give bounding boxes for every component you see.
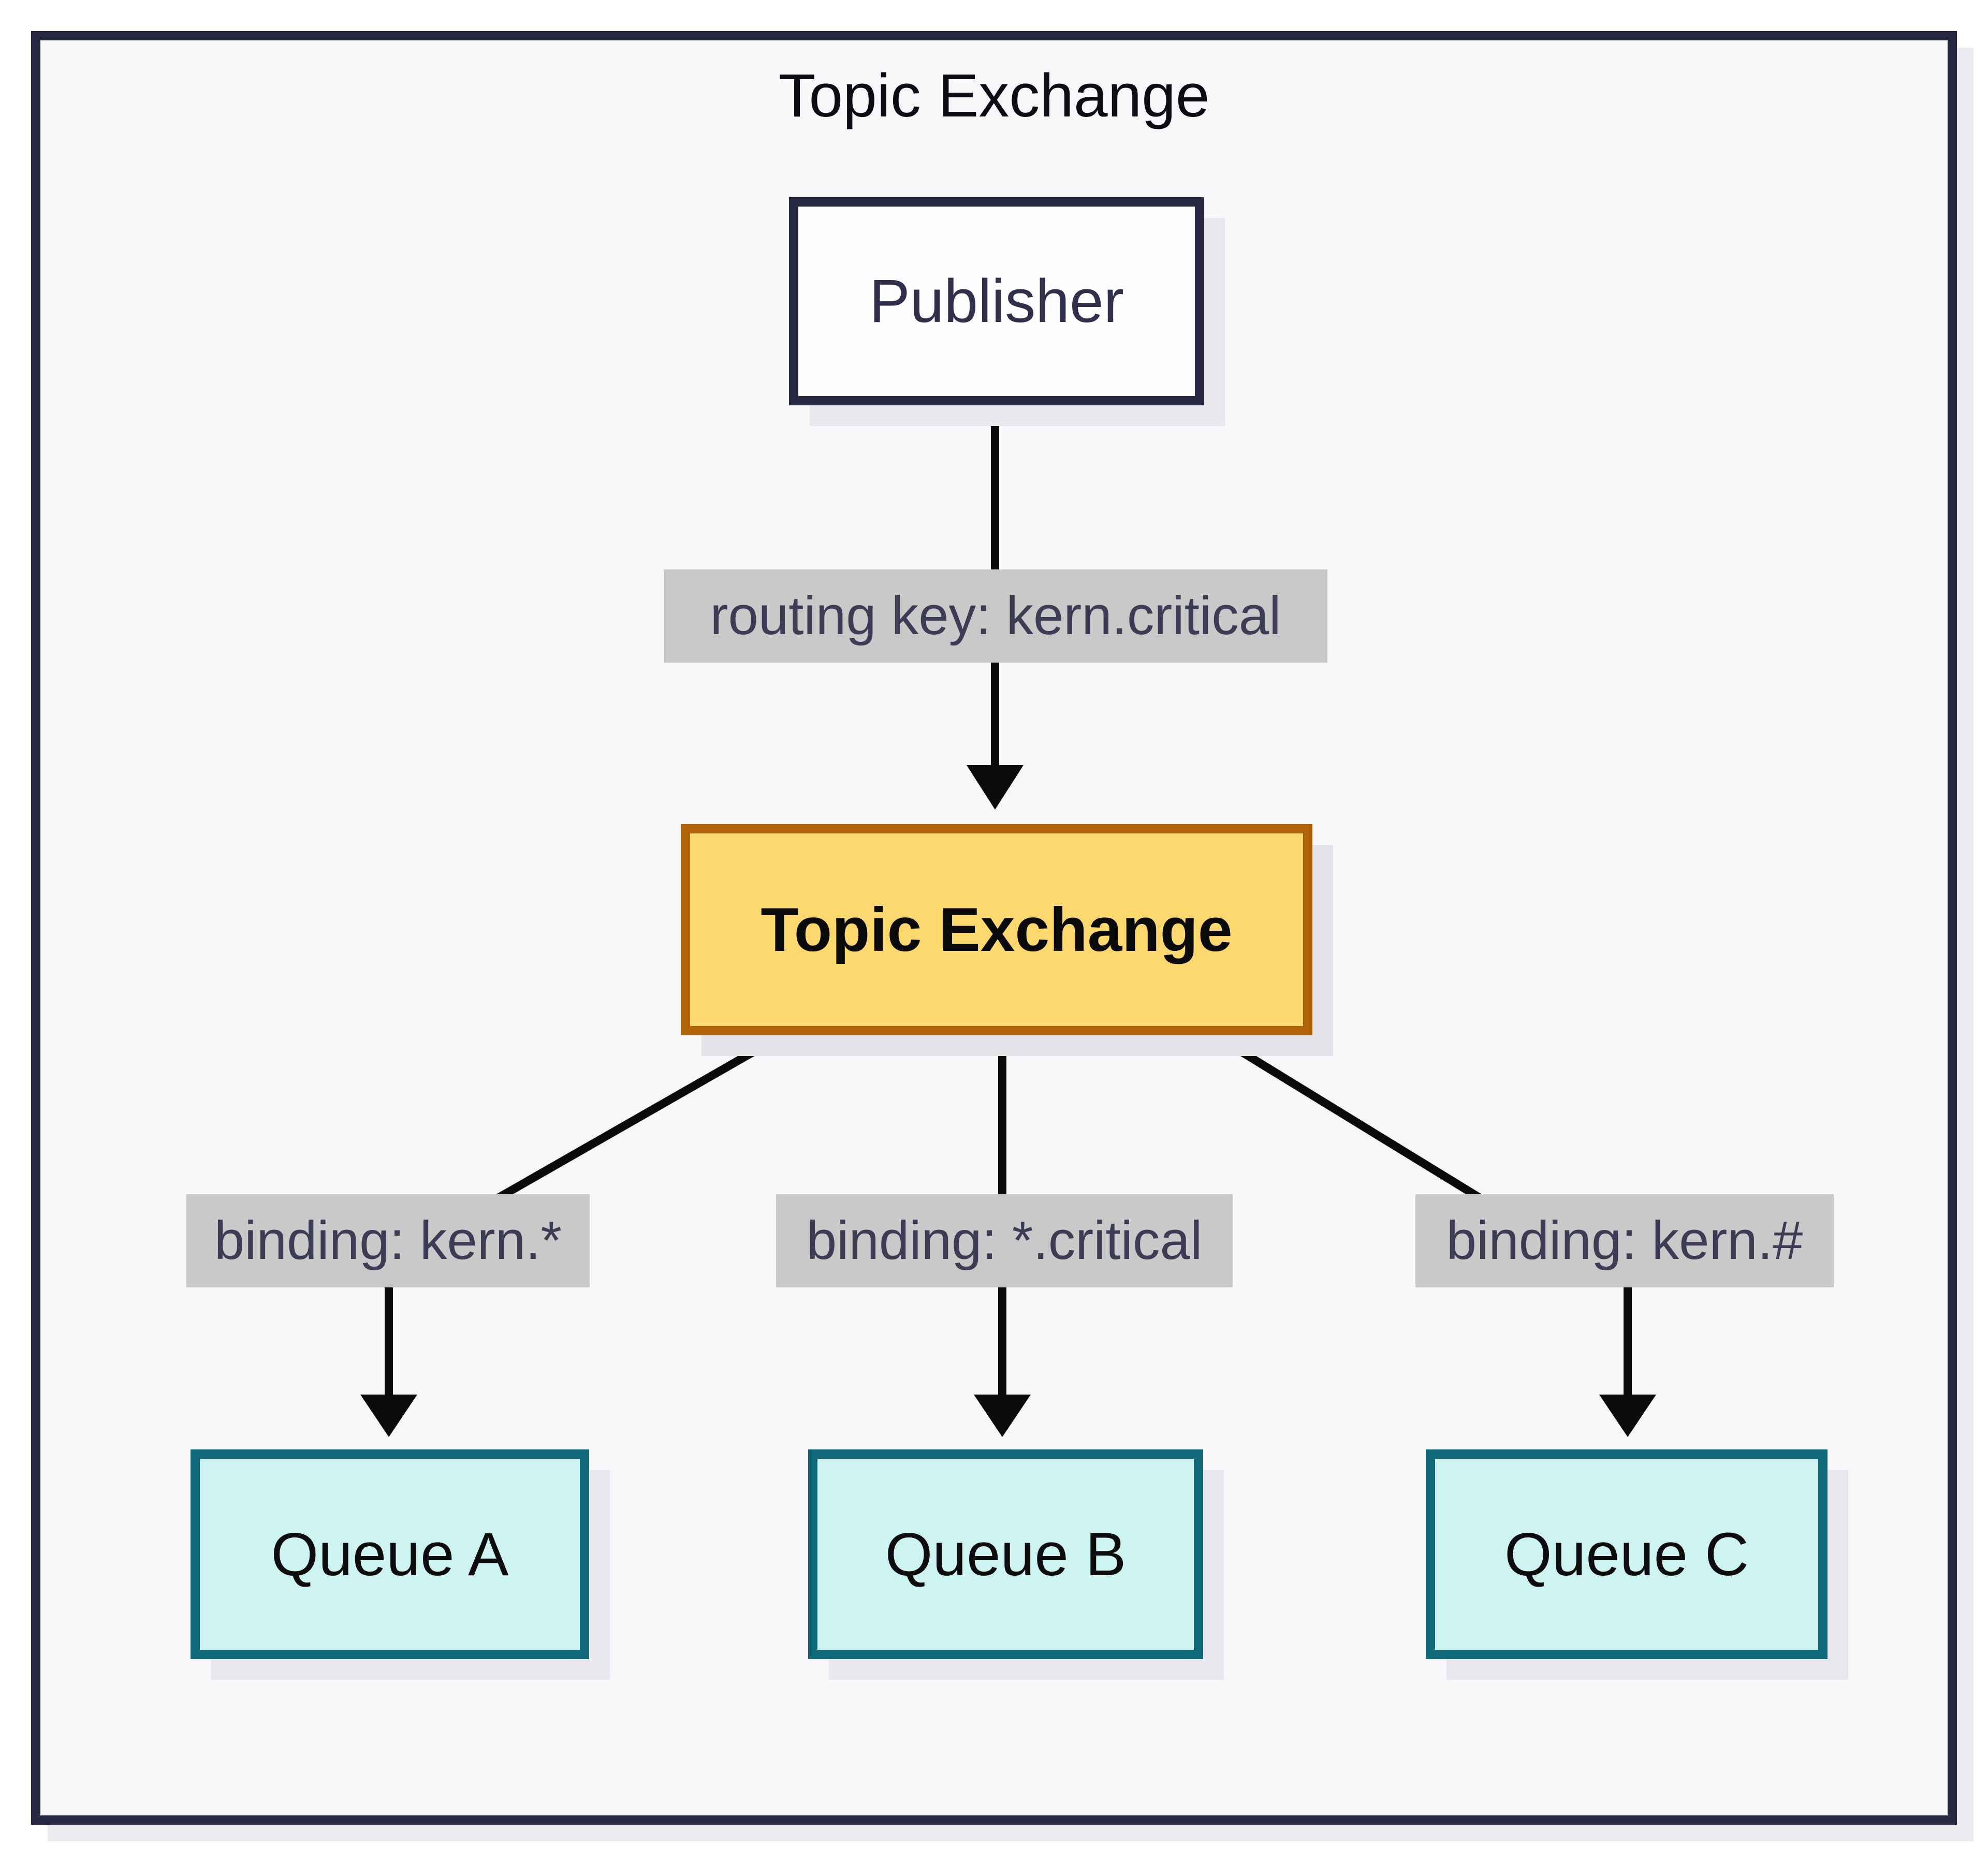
queue-b-node: Queue B	[808, 1449, 1203, 1659]
topic-exchange-node: Topic Exchange	[681, 824, 1312, 1035]
binding-label-kern-hash: binding: kern.#	[1415, 1194, 1834, 1287]
binding-label-kern-star: binding: kern.*	[186, 1194, 590, 1287]
queue-c-label: Queue C	[1504, 1520, 1749, 1589]
publisher-label: Publisher	[869, 267, 1124, 335]
publisher-node: Publisher	[789, 197, 1204, 405]
arrowhead-queue-a	[360, 1395, 417, 1437]
arrowhead-exchange	[967, 765, 1024, 810]
routing-key-label: routing key: kern.critical	[664, 569, 1327, 663]
arrowhead-queue-c	[1599, 1395, 1656, 1437]
queue-b-label: Queue B	[885, 1520, 1127, 1589]
topic-exchange-label: Topic Exchange	[761, 895, 1233, 964]
queue-c-node: Queue C	[1426, 1449, 1828, 1659]
exchange-to-binding-a-line	[491, 1029, 789, 1205]
binding-label-star-critical: binding: *.critical	[776, 1194, 1233, 1287]
arrowhead-queue-b	[974, 1395, 1031, 1437]
routing-key-text: routing key: kern.critical	[710, 585, 1281, 646]
diagram-title: Topic Exchange	[778, 62, 1210, 130]
binding-text: binding: *.critical	[806, 1210, 1203, 1271]
exchange-to-binding-c-line	[1208, 1029, 1487, 1205]
binding-text: binding: kern.#	[1446, 1210, 1803, 1271]
queue-a-node: Queue A	[191, 1449, 589, 1659]
queue-a-label: Queue A	[271, 1520, 509, 1589]
binding-text: binding: kern.*	[214, 1210, 562, 1271]
